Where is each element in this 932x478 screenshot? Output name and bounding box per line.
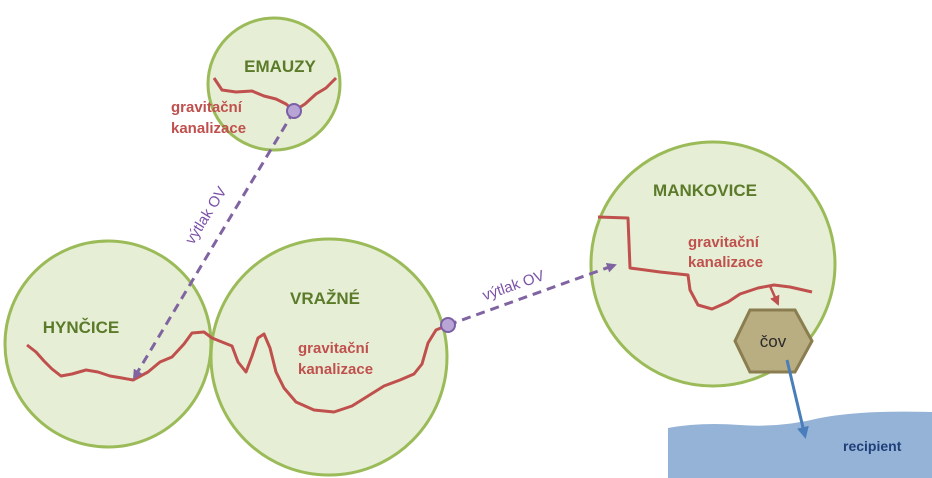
pressure-pipe-label-2: výtlak OV: [480, 267, 546, 304]
sewer-label-mankovice-2: kanalizace: [688, 254, 763, 271]
label-hyncice: HYNČICE: [43, 318, 120, 337]
sewer-label-emauzy-2: kanalizace: [171, 120, 246, 137]
sewer-line-hyncice-vrazne: [26, 323, 449, 414]
outflow-arrow: [785, 359, 809, 439]
circle-emauzy: [206, 16, 342, 152]
sewer-label-vrazne-2: kanalizace: [298, 361, 373, 378]
pump-node-vrazne: [440, 317, 456, 333]
sewer-line-emauzy: [212, 76, 338, 113]
sewer-to-plant-arrow: [768, 285, 780, 306]
sewer-line-mankovice: [597, 215, 813, 311]
label-vrazne: VRAŽNÉ: [290, 289, 360, 308]
treatment-plant-label: čov: [760, 332, 787, 351]
treatment-plant: [733, 308, 814, 374]
pressure-pipe-emauzy-hyncice: [132, 110, 296, 380]
sewer-label-mankovice-1: gravitační: [688, 234, 760, 251]
circle-hyncice: [3, 239, 213, 449]
pressure-pipe-label-1: výtlak OV: [182, 184, 230, 247]
label-mankovice: MANKOVICE: [653, 181, 757, 200]
recipient-label: recipient: [843, 438, 902, 454]
label-emauzy: EMAUZY: [244, 57, 316, 76]
sewer-label-emauzy-1: gravitační: [171, 99, 243, 116]
recipient-water: [668, 411, 932, 478]
sewer-label-vrazne-1: gravitační: [298, 340, 370, 357]
pump-node-emauzy: [286, 103, 302, 119]
circle-vrazne: [209, 237, 449, 477]
